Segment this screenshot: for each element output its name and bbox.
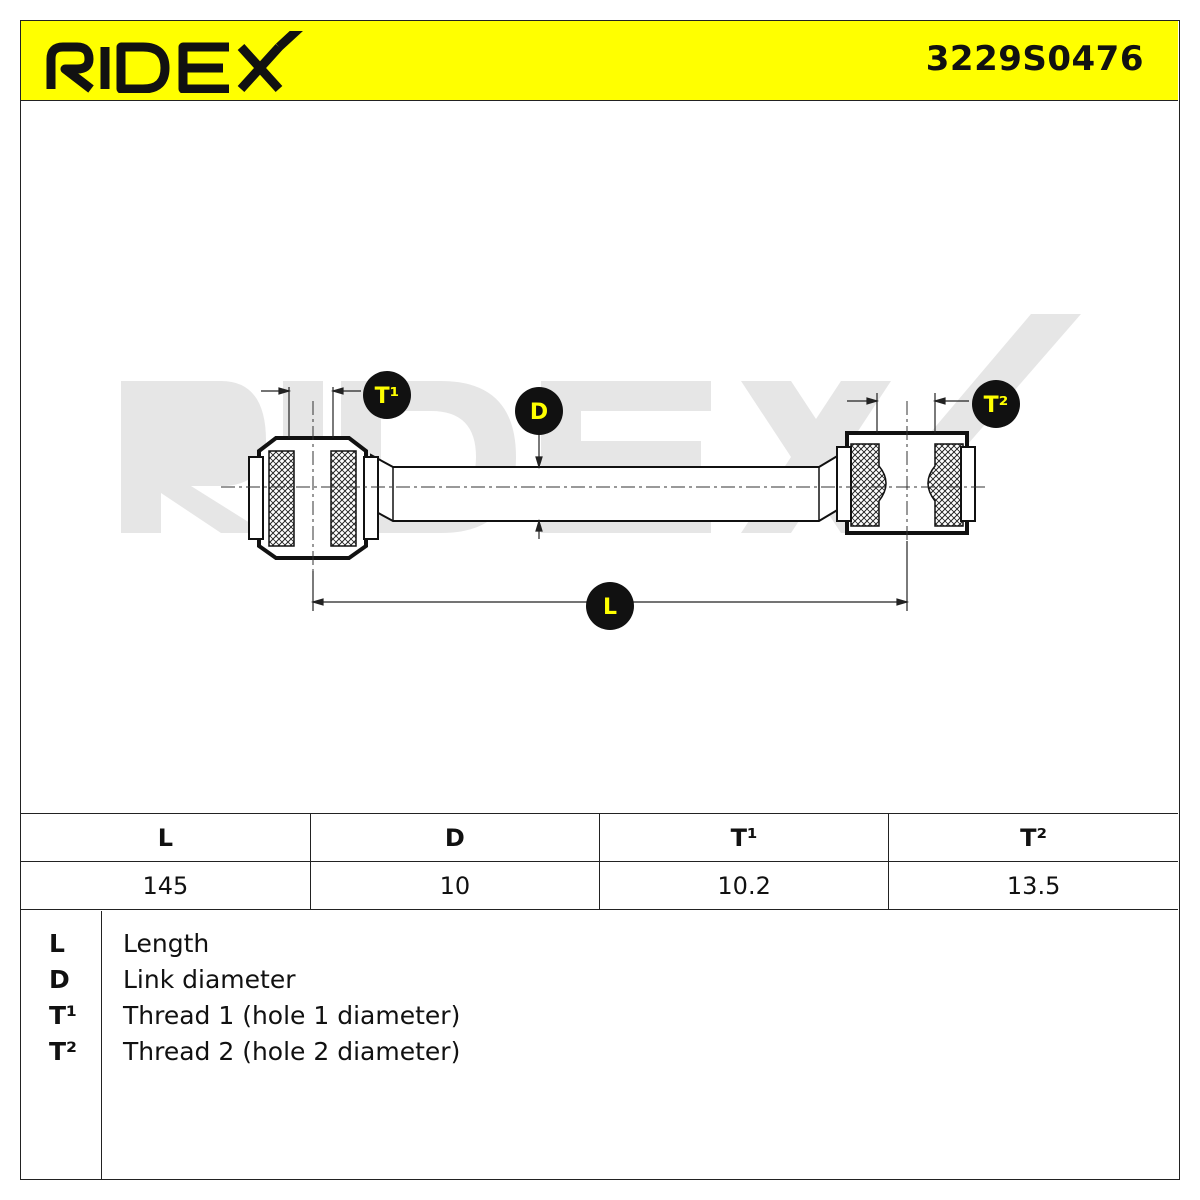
spec-table-header: L D T¹ T² xyxy=(21,813,1178,862)
part-number: 3229S0476 xyxy=(925,39,1144,79)
legend-row-d: D Link diameter xyxy=(21,965,1178,1001)
svg-text:T¹: T¹ xyxy=(375,384,400,409)
product-sheet: 3229S0476 xyxy=(20,20,1180,1180)
ridex-logo xyxy=(46,31,303,93)
header-l: L xyxy=(21,813,311,862)
link-rod xyxy=(370,453,840,522)
legend-symbol: T² xyxy=(49,1037,78,1066)
legend-description: Link diameter xyxy=(123,965,296,994)
value-d: 10 xyxy=(309,861,600,910)
legend-description: Length xyxy=(123,929,210,958)
legend-description: Thread 1 (hole 1 diameter) xyxy=(123,1001,461,1030)
bushing-right xyxy=(836,431,976,535)
callout-t2: T² xyxy=(972,380,1020,428)
header-d: D xyxy=(309,813,600,862)
drawing-canvas: T¹ T² D L xyxy=(121,314,1081,630)
legend: L Length D Link diameter T¹ Thread 1 (ho… xyxy=(21,911,1178,1179)
header-t2: T² xyxy=(888,813,1178,862)
legend-symbol: D xyxy=(49,965,70,994)
legend-row-t1: T¹ Thread 1 (hole 1 diameter) xyxy=(21,1001,1178,1037)
header-t1: T¹ xyxy=(598,813,889,862)
value-t1: 10.2 xyxy=(598,861,889,910)
header-bar: 3229S0476 xyxy=(21,21,1178,101)
technical-drawing: T¹ T² D L xyxy=(21,101,1178,813)
value-l: 145 xyxy=(21,861,311,910)
spec-table-values: 145 10 10.2 13.5 xyxy=(21,861,1178,910)
legend-symbol: T¹ xyxy=(49,1001,78,1030)
spec-table: L D T¹ T² 145 10 10.2 13.5 xyxy=(21,813,1178,910)
bushing-left xyxy=(248,436,379,560)
svg-text:D: D xyxy=(530,400,548,425)
legend-row-l: L Length xyxy=(21,929,1178,965)
svg-text:L: L xyxy=(603,595,617,620)
callout-d: D xyxy=(515,387,563,435)
legend-symbol: L xyxy=(49,929,65,958)
legend-divider xyxy=(101,911,102,1179)
legend-row-t2: T² Thread 2 (hole 2 diameter) xyxy=(21,1037,1178,1073)
legend-description: Thread 2 (hole 2 diameter) xyxy=(123,1037,461,1066)
callout-l: L xyxy=(586,582,634,630)
callout-t1: T¹ xyxy=(363,371,411,419)
value-t2: 13.5 xyxy=(888,861,1178,910)
svg-text:T²: T² xyxy=(984,393,1009,418)
